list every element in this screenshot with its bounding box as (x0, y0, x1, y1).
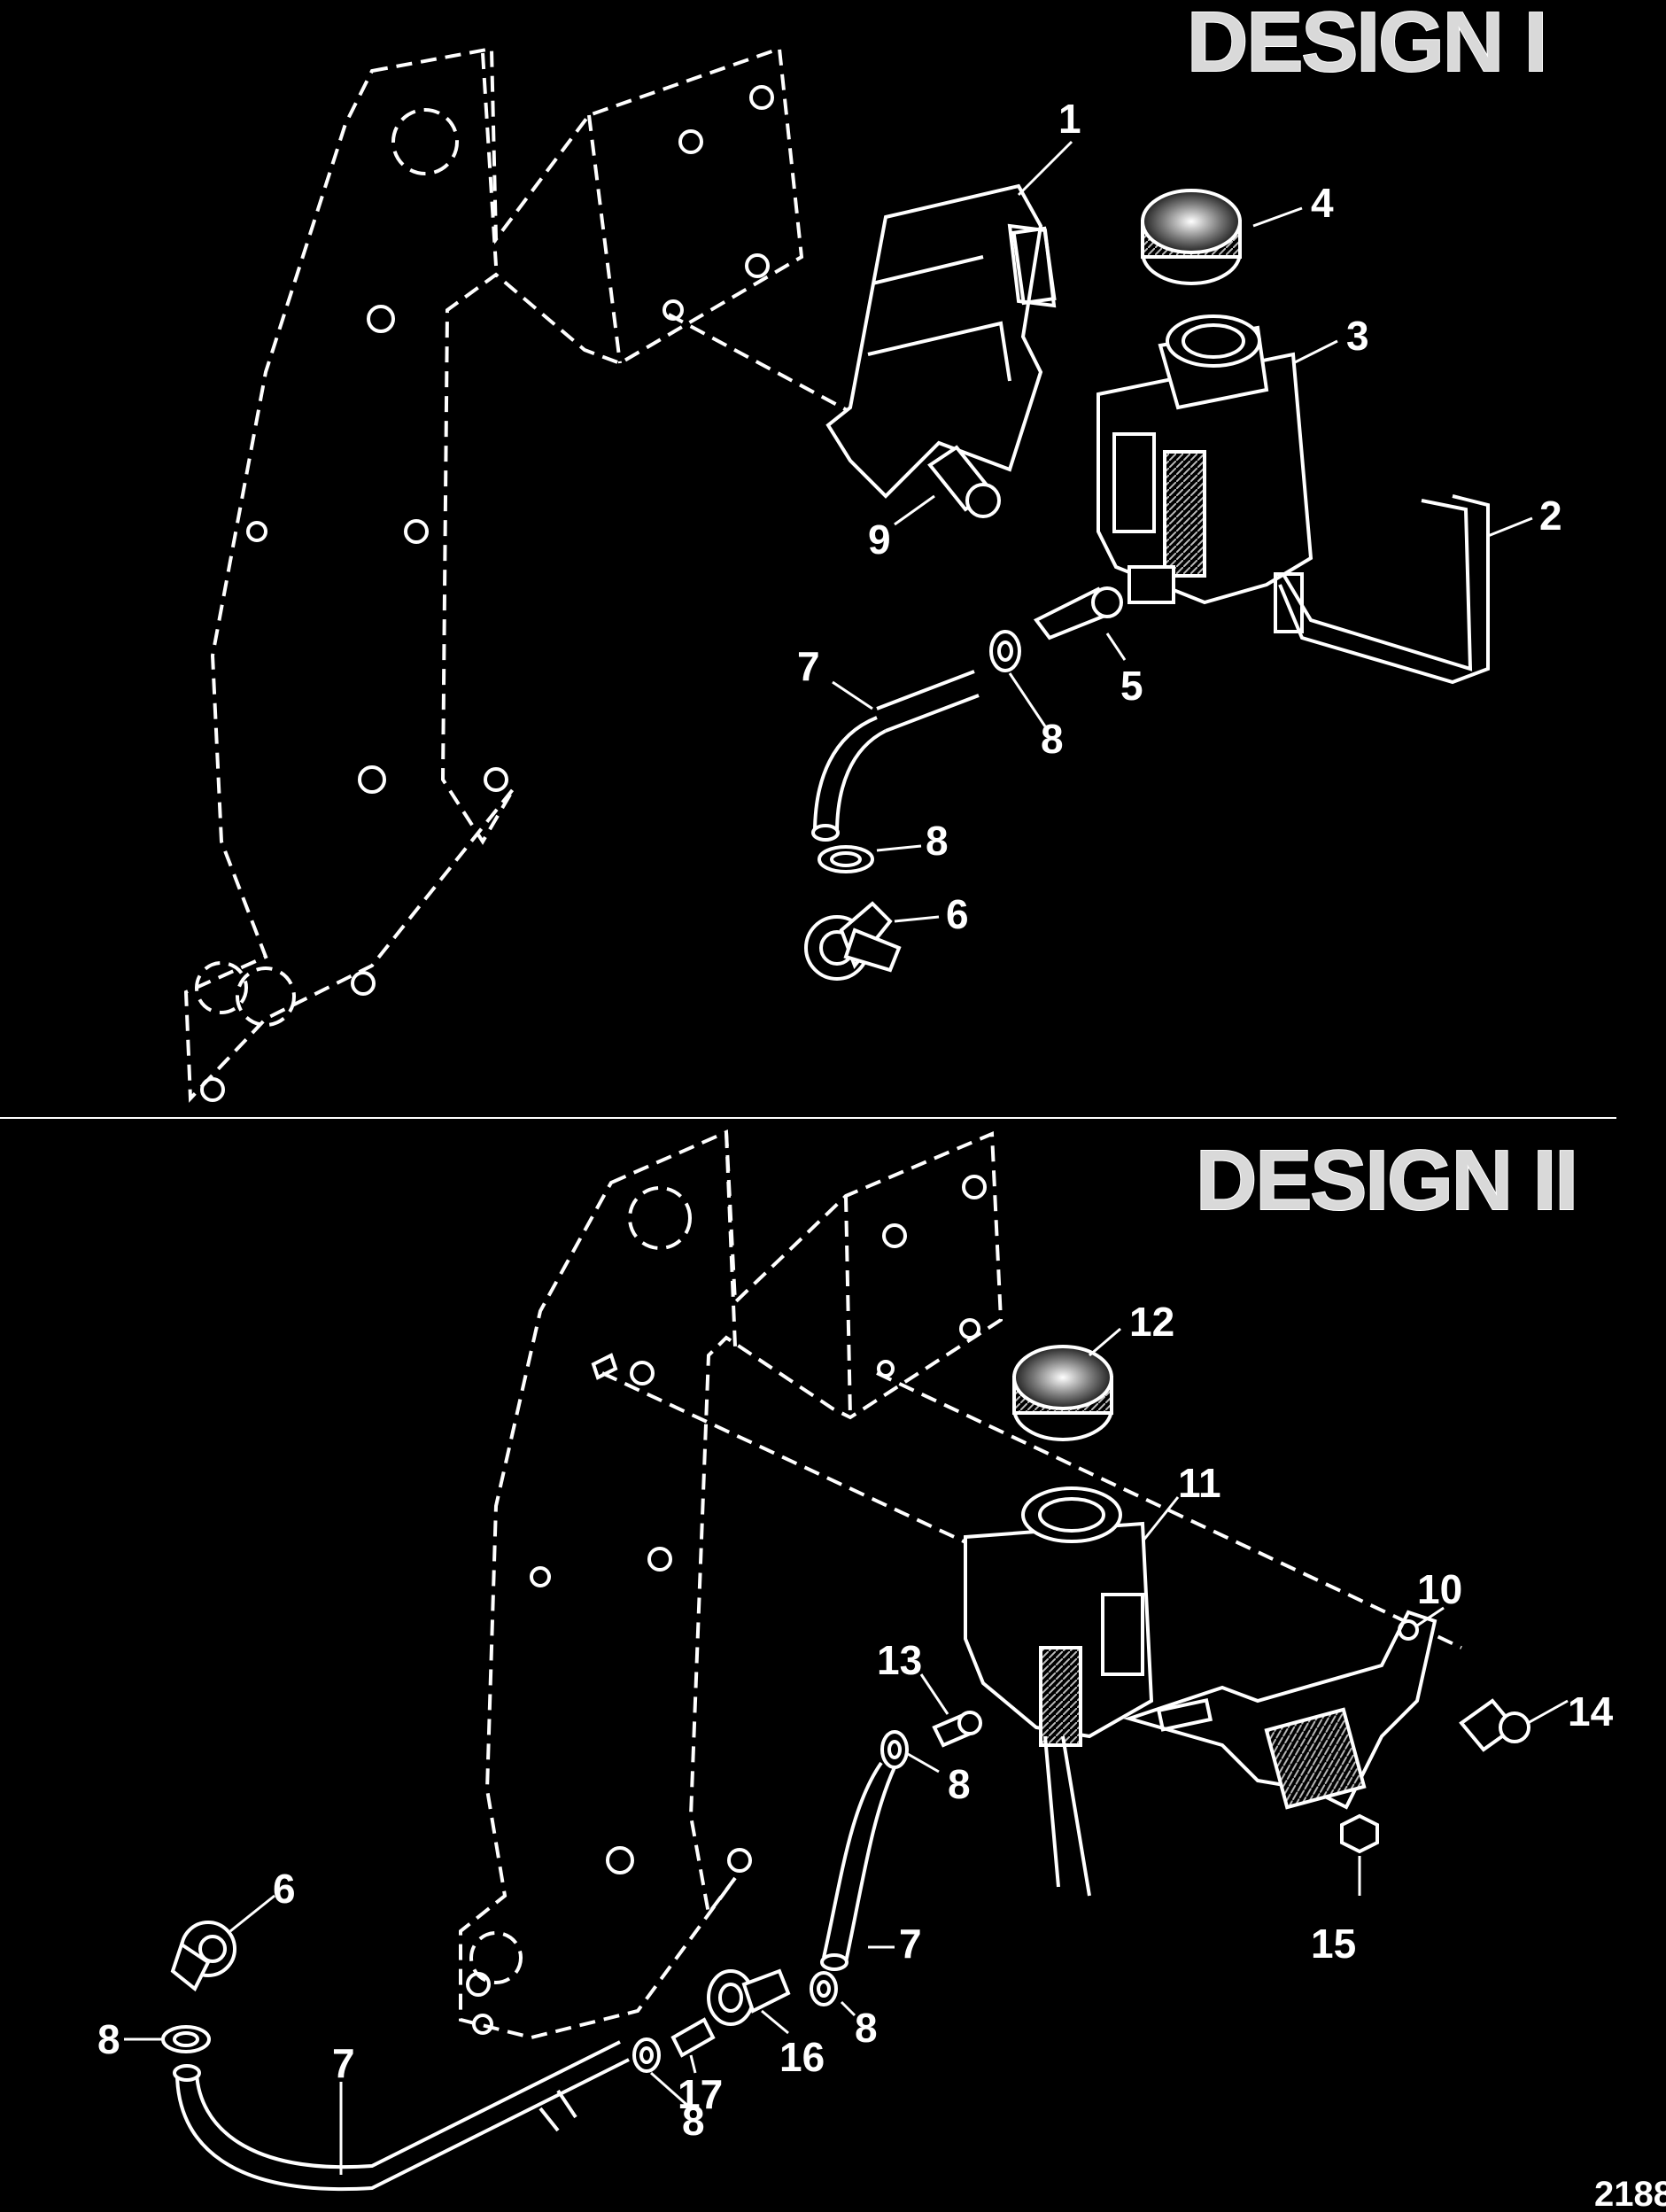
design-1-part-8-clamp-lower (818, 845, 874, 873)
callout-6: 6 (946, 891, 969, 937)
design-2-part-6-elbow (170, 1921, 236, 1992)
callout-7-vertical-d2: 7 (899, 1921, 922, 1967)
callout-2: 2 (1539, 493, 1562, 539)
design-1-part-7-hose (811, 670, 980, 842)
callout-6-d2: 6 (273, 1866, 296, 1912)
design-1-title: DESIGN I (1187, 0, 1546, 89)
callout-8-upper-d2: 8 (948, 1761, 971, 1807)
callout-16: 16 (779, 2034, 825, 2080)
design-2-part-10-bracket (1123, 1610, 1437, 1810)
design-2-part-8-clamp-lower-right (632, 2037, 661, 2073)
design-2-callouts: 12 11 10 14 13 8 15 6 7 8 8 7 17 (97, 1299, 1614, 2175)
figure-number: 2188 (1594, 2175, 1666, 2212)
callout-14: 14 (1568, 1688, 1614, 1735)
design-2-part-8-clamp-left (161, 2025, 211, 2053)
design-1-section: DESIGN I (183, 0, 1562, 1103)
design-1-part-9-bolt (927, 445, 1001, 518)
design-2-part-8-clamp-upper (880, 1730, 909, 1769)
callout-8-left-d2: 8 (97, 2016, 120, 2062)
design-2-engine-plate (459, 1129, 1003, 2040)
design-1-callouts: 1 4 3 2 9 7 8 5 8 6 (797, 96, 1562, 937)
design-2-part-7-hose-long (173, 2040, 630, 2192)
design-2-part-15-nut (1340, 1813, 1379, 1854)
callout-8-upper: 8 (1041, 716, 1064, 762)
callout-10: 10 (1417, 1566, 1462, 1612)
design-2-part-7-hose-vertical (820, 1761, 896, 1971)
design-1-part-6-elbow (804, 901, 902, 981)
callout-3: 3 (1346, 313, 1369, 359)
design-2-alignment-line-upper (876, 1371, 1462, 1649)
callout-9: 9 (868, 516, 891, 563)
design-1-alignment-line (668, 313, 851, 414)
callout-17: 17 (678, 2071, 723, 2117)
callout-13: 13 (877, 1637, 922, 1683)
design-2-part-17-fitting (670, 2017, 716, 2058)
design-1-part-3-reservoir (1096, 314, 1313, 605)
callout-8-lower: 8 (926, 818, 949, 864)
design-2-part-12-cap (1012, 1345, 1113, 1441)
callout-7-upper: 7 (797, 643, 820, 689)
callout-7-long-d2: 7 (332, 2040, 355, 2086)
callout-8-lower-d2: 8 (682, 2098, 705, 2144)
design-2-part-14-bolt (1459, 1698, 1530, 1752)
callout-4: 4 (1311, 180, 1334, 226)
callout-5: 5 (1120, 663, 1143, 709)
design-1-part-8-clamp-upper (989, 630, 1021, 672)
design-2-part-8-clamp-mid (810, 1971, 838, 2006)
design-1-engine-plate (183, 46, 804, 1103)
design-1-part-5-fitting (1033, 586, 1123, 640)
design-1-part-4-cap (1141, 189, 1242, 285)
design-1-part-1-bracket (825, 183, 1057, 499)
callout-12: 12 (1129, 1299, 1174, 1345)
design-1-part-2-strap (1274, 494, 1490, 685)
callout-8-mid-d2: 8 (855, 2005, 878, 2051)
callout-15: 15 (1311, 1921, 1356, 1967)
callout-11: 11 (1178, 1460, 1221, 1506)
callout-1: 1 (1058, 96, 1081, 142)
design-2-section: DESIGN II (97, 1129, 1614, 2192)
design-2-part-13-fitting (932, 1711, 982, 1748)
design-2-title: DESIGN II (1196, 1133, 1577, 1228)
design-2-part-16-fitting (707, 1968, 791, 2026)
design-2-part-11-reservoir (964, 1486, 1154, 1897)
